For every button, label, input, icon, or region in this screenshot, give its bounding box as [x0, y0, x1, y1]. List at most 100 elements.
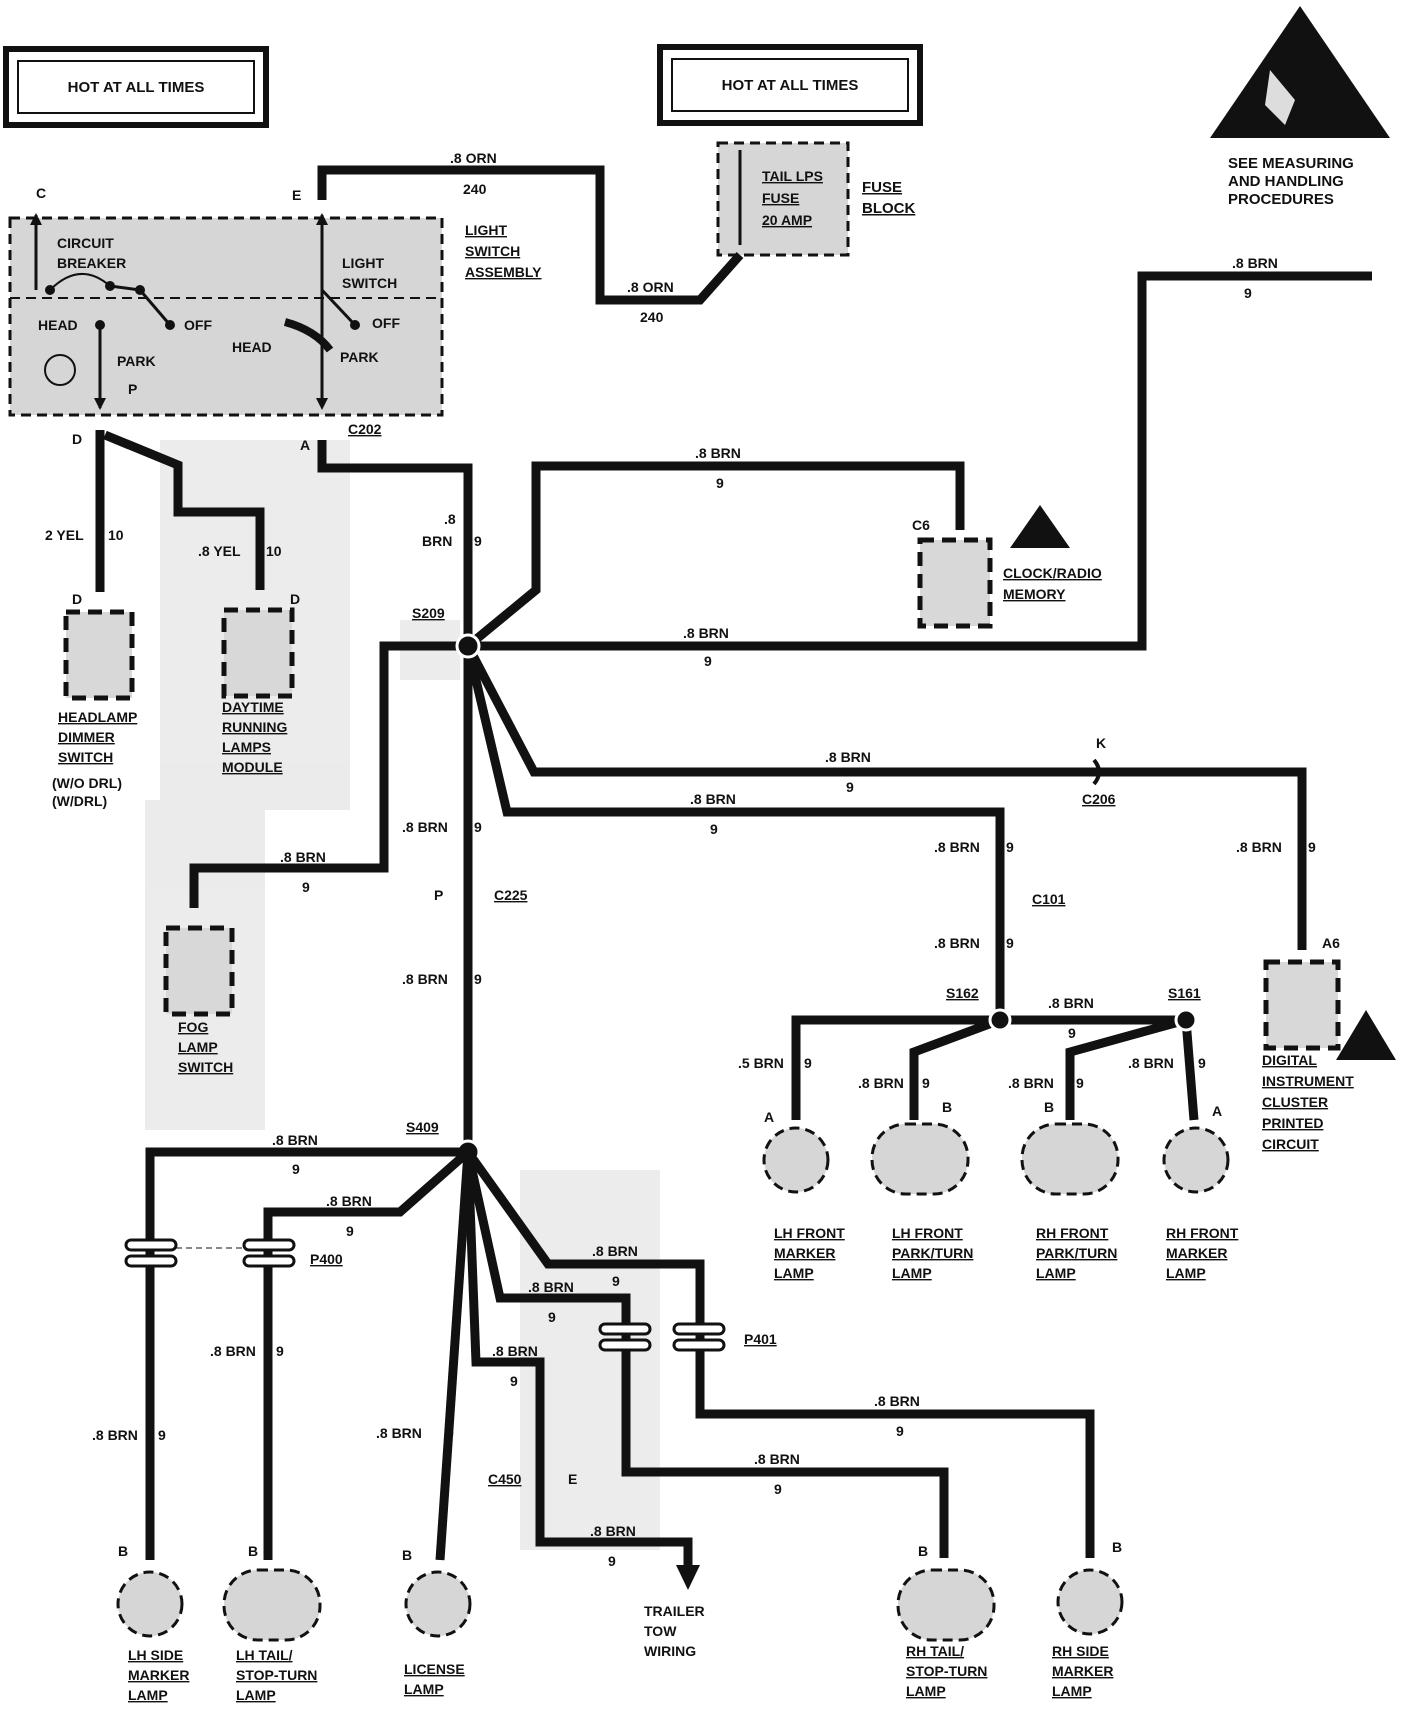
brn-fog-circuit: 9	[302, 879, 310, 895]
lhm-1: LH FRONT	[774, 1225, 845, 1241]
trailer-2: TOW	[644, 1623, 677, 1639]
rhs-3: LAMP	[1052, 1683, 1092, 1699]
conn-p401: P401	[744, 1331, 777, 1347]
rht-3: LAMP	[906, 1683, 946, 1699]
pin-a-rhm: A	[1212, 1103, 1222, 1119]
brn-c101-below-circuit: 9	[1006, 935, 1014, 951]
circuit-breaker-2: BREAKER	[57, 255, 126, 271]
brn-lh-park-circuit: 9	[922, 1075, 930, 1091]
brn-trailer-h: .8 BRN	[590, 1523, 636, 1539]
p401-connector-2	[672, 1322, 726, 1352]
conn-c450: C450	[488, 1471, 522, 1487]
brn-lh-side-circuit: 9	[292, 1161, 300, 1177]
lht-3: LAMP	[236, 1687, 276, 1703]
clock-2: MEMORY	[1003, 586, 1066, 602]
brn-rh-marker	[1181, 1019, 1199, 1121]
conn-e: E	[292, 187, 301, 203]
fuse-line2: FUSE	[762, 190, 799, 206]
assembly-label-3: ASSEMBLY	[465, 264, 542, 280]
cluster-4: PRINTED	[1262, 1115, 1323, 1131]
drl-2: RUNNING	[222, 719, 287, 735]
brn-right-circuit: 9	[1244, 285, 1252, 301]
rhp-2: PARK/TURN	[1036, 1245, 1117, 1261]
rht-2: STOP-TURN	[906, 1663, 987, 1679]
brn-lh-park-label: .8 BRN	[858, 1075, 904, 1091]
brn-trailer-circuit: 9	[510, 1373, 518, 1389]
orn-circuit-2: 240	[640, 309, 664, 325]
pin-d-1: D	[72, 591, 82, 607]
brn-license-v-circuit: 9	[446, 1425, 454, 1441]
drl-note-1: (W/O DRL)	[52, 775, 122, 791]
pin-b-lhs: B	[118, 1543, 128, 1559]
lic-1: LICENSE	[404, 1661, 465, 1677]
clock-1: CLOCK/RADIO	[1003, 565, 1102, 581]
conn-c101: C101	[1032, 891, 1066, 907]
lhs-3: LAMP	[128, 1687, 168, 1703]
lh-front-marker-lamp	[762, 1126, 830, 1194]
hot-box-right: HOT AT ALL TIMES	[657, 44, 923, 126]
drl-note-2: (W/DRL)	[52, 793, 107, 809]
brn-lh-tail-v-circuit: 9	[276, 1343, 284, 1359]
trailer-1: TRAILER	[644, 1603, 705, 1619]
pin-a-lhm: A	[764, 1109, 774, 1125]
brn-trunk-2: .8 BRN	[402, 819, 448, 835]
cluster-3: CLUSTER	[1262, 1094, 1328, 1110]
rhm-2: MARKER	[1166, 1245, 1227, 1261]
p400-connector-1	[124, 1238, 178, 1268]
trailer-3: WIRING	[644, 1643, 696, 1659]
brn-trailer-label: .8 BRN	[492, 1343, 538, 1359]
brn-front-label: .8 BRN	[690, 791, 736, 807]
brn-s-circuit: 9	[1068, 1025, 1076, 1041]
hot-box-right-label: HOT AT ALL TIMES	[722, 77, 859, 94]
pin-b-lhp: B	[942, 1099, 952, 1115]
trailer-arrow	[676, 1565, 700, 1590]
brn-split-bottom: BRN	[422, 533, 452, 549]
orn-wire	[317, 165, 744, 305]
dimmer-1: HEADLAMP	[58, 709, 137, 725]
cluster-5: CIRCUIT	[1262, 1136, 1319, 1152]
brn-lh-marker	[791, 1015, 1000, 1120]
brn-lh-tail-v: .8 BRN	[210, 1343, 256, 1359]
orn-circuit-1: 240	[463, 181, 487, 197]
brn-cluster-label: .8 BRN	[825, 749, 871, 765]
lhm-2: MARKER	[774, 1245, 835, 1261]
brn-rh-side-circuit: 9	[612, 1273, 620, 1289]
lhm-3: LAMP	[774, 1265, 814, 1281]
pin-b-rhs: B	[1112, 1539, 1122, 1555]
rhp-3: LAMP	[1036, 1265, 1076, 1281]
s409-label: S409	[406, 1119, 439, 1135]
brn-to-clock	[465, 461, 965, 650]
brn-lh-side-v: .8 BRN	[92, 1427, 138, 1443]
rhs-2: MARKER	[1052, 1663, 1113, 1679]
brn-rh-tail-label: .8 BRN	[528, 1279, 574, 1295]
cluster-2: INSTRUMENT	[1262, 1073, 1354, 1089]
head-label-1: HEAD	[38, 317, 78, 333]
fog-switch-box	[163, 925, 235, 1017]
brn-front-circuit: 9	[710, 821, 718, 837]
conn-c: C	[36, 185, 46, 201]
pin-d-2: D	[290, 591, 300, 607]
brn-license-v: .8 BRN	[376, 1425, 422, 1441]
brn-lh-tail-circuit: 9	[346, 1223, 354, 1239]
brn-to-cluster	[464, 643, 1307, 950]
brn-rh-tail-circuit: 9	[548, 1309, 556, 1325]
fuse-block-label2: BLOCK	[862, 200, 915, 217]
rhs-1: RH SIDE	[1052, 1643, 1109, 1659]
esd-note-line3: PROCEDURES	[1228, 191, 1334, 208]
drl-1: DAYTIME	[222, 699, 284, 715]
esd-warning-icon	[1210, 6, 1390, 138]
light-switch-1: LIGHT	[342, 255, 384, 271]
orn-label-1: .8 ORN	[450, 150, 497, 166]
p-label: P	[128, 381, 137, 397]
fuse-line3: 20 AMP	[762, 212, 812, 228]
brn-to-fog	[189, 641, 468, 908]
cluster-1: DIGITAL	[1262, 1052, 1317, 1068]
conn-c202: C202	[348, 421, 382, 437]
brn-trunk	[317, 440, 473, 1152]
lhs-1: LH SIDE	[128, 1647, 183, 1663]
lh-side-marker-lamp	[116, 1570, 184, 1638]
brn-fog-label: .8 BRN	[280, 849, 326, 865]
s161-label: S161	[1168, 985, 1201, 1001]
fog-2: LAMP	[178, 1039, 218, 1055]
brn-rh-tail-h-circuit: 9	[774, 1481, 782, 1497]
